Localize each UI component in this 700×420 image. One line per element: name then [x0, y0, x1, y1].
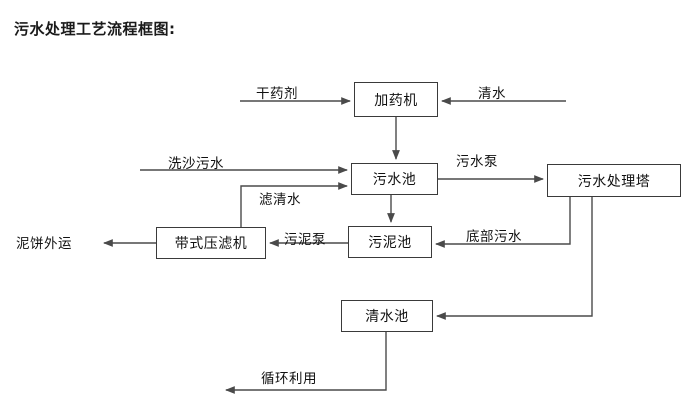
node-dosing-machine[interactable]: 加药机 — [354, 82, 438, 117]
edge-treatment-tower-to-sludge-pool — [435, 197, 571, 248]
edge-label-sand-wash-sewage: 洗沙污水 — [168, 156, 224, 172]
node-label: 污泥池 — [368, 235, 412, 251]
edge-label-sewage-pump: 污水泵 — [456, 154, 498, 170]
terminal-label-mud-cake-outbound: 泥饼外运 — [16, 236, 72, 252]
node-label: 污水池 — [372, 172, 417, 188]
node-label: 污水处理塔 — [577, 173, 651, 190]
node-sludge-pool[interactable]: 污泥池 — [348, 226, 432, 258]
edge-belt-filter-press-to-sewage-pool — [240, 182, 348, 227]
edge-label-bottom-sewage: 底部污水 — [466, 229, 522, 245]
edge-treatment-tower-to-clean-water-pool — [436, 197, 593, 320]
edge-label-recycle-reuse: 循环利用 — [261, 371, 317, 387]
edge-label-filtered-clear-water: 滤清水 — [259, 192, 301, 208]
node-label: 带式压滤机 — [174, 236, 248, 252]
node-treatment-tower[interactable]: 污水处理塔 — [547, 164, 681, 197]
edge-label-sludge-pump: 污泥泵 — [284, 232, 326, 248]
node-label: 加药机 — [374, 92, 418, 109]
edge-label-dry-chemical: 干药剂 — [256, 86, 298, 102]
node-sewage-pool[interactable]: 污水池 — [351, 163, 438, 195]
page-title: 污水处理工艺流程框图: — [14, 20, 176, 38]
edge-clean-water-pool-to-recycle — [225, 332, 387, 394]
node-label: 清水池 — [365, 309, 409, 325]
edge-label-clean-water-in: 清水 — [478, 86, 506, 102]
node-clean-water-pool[interactable]: 清水池 — [341, 300, 433, 332]
node-belt-filter-press[interactable]: 带式压滤机 — [156, 227, 266, 259]
